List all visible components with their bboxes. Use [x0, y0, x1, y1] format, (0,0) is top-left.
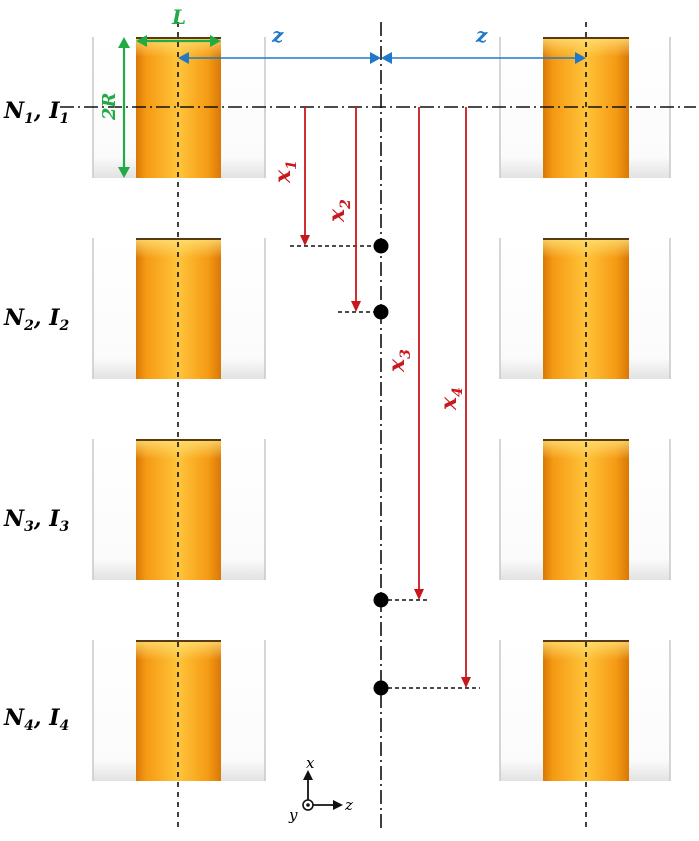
dimension-L-arrowhead: [136, 35, 147, 47]
dimension-z-right-arrowhead: [575, 52, 586, 64]
coil-right-2: [499, 238, 671, 379]
dimension-z-right-arrowhead: [381, 52, 392, 64]
dimension-2R-arrowhead: [118, 167, 130, 178]
axis-z-label: z: [344, 796, 353, 814]
coil-left-2: [92, 238, 266, 379]
field-point-4: [373, 680, 389, 696]
dimension-2R-arrowhead: [118, 37, 130, 48]
axis-lines: [60, 22, 696, 832]
dimension-annotations: [118, 35, 586, 178]
distance-x3-arrowhead: [414, 589, 424, 600]
dimension-z-left-arrowhead: [178, 52, 189, 64]
coil-label-3: N3, I3: [3, 506, 69, 535]
coil-highlight: [543, 238, 629, 258]
coil-winding: [543, 238, 629, 379]
distance-x3: [373, 107, 428, 608]
field-point-1: [373, 238, 389, 254]
coil-right-3: [499, 439, 671, 580]
field-point-3: [373, 592, 389, 608]
dimension-z-left-label: z: [271, 23, 284, 47]
dimension-z-right-label: z: [475, 23, 488, 47]
coil-label-1: N1, I1: [3, 98, 69, 127]
distance-x2: [338, 107, 389, 320]
coil-highlight: [543, 640, 629, 660]
coil-winding: [136, 238, 221, 379]
dimension-z-left-arrowhead: [370, 52, 381, 64]
dimension-2R: [118, 37, 130, 178]
coil-highlight: [136, 439, 221, 459]
field-point-2: [373, 304, 389, 320]
axis-x-label: x: [306, 754, 315, 772]
dimension-z-right: [381, 52, 586, 64]
distance-arrows: [290, 107, 480, 696]
axis-y-label: y: [288, 806, 298, 824]
distance-x4-label: x4: [436, 387, 466, 411]
dimension-2R-label: 2R: [99, 92, 120, 121]
coil-winding: [136, 439, 221, 580]
coil-label-4: N4, I4: [3, 705, 69, 734]
coil-label-2: N2, I2: [3, 305, 69, 334]
coordinate-triad: x y z: [288, 754, 353, 824]
dimension-z-left: [178, 52, 381, 64]
distance-x1-arrowhead: [300, 235, 310, 246]
distance-x1-label: x1: [270, 160, 300, 184]
coil-left-4: [92, 640, 266, 781]
coil-highlight: [136, 640, 221, 660]
distance-x1: [290, 107, 389, 254]
coil-highlight: [136, 238, 221, 258]
dimension-L-label: L: [171, 5, 186, 29]
distance-x2-label: x2: [324, 199, 354, 223]
coil-right-4: [499, 640, 671, 781]
dimension-L: [136, 35, 221, 47]
distance-x4-arrowhead: [461, 677, 471, 688]
distance-x2-arrowhead: [351, 301, 361, 312]
coil-highlight: [543, 439, 629, 459]
dimension-L-arrowhead: [210, 35, 221, 47]
distance-x4: [373, 107, 480, 696]
coil-winding: [136, 640, 221, 781]
coil-winding: [543, 640, 629, 781]
coil-winding: [543, 439, 629, 580]
distance-x3-label: x3: [384, 349, 414, 373]
coil-left-3: [92, 439, 266, 580]
